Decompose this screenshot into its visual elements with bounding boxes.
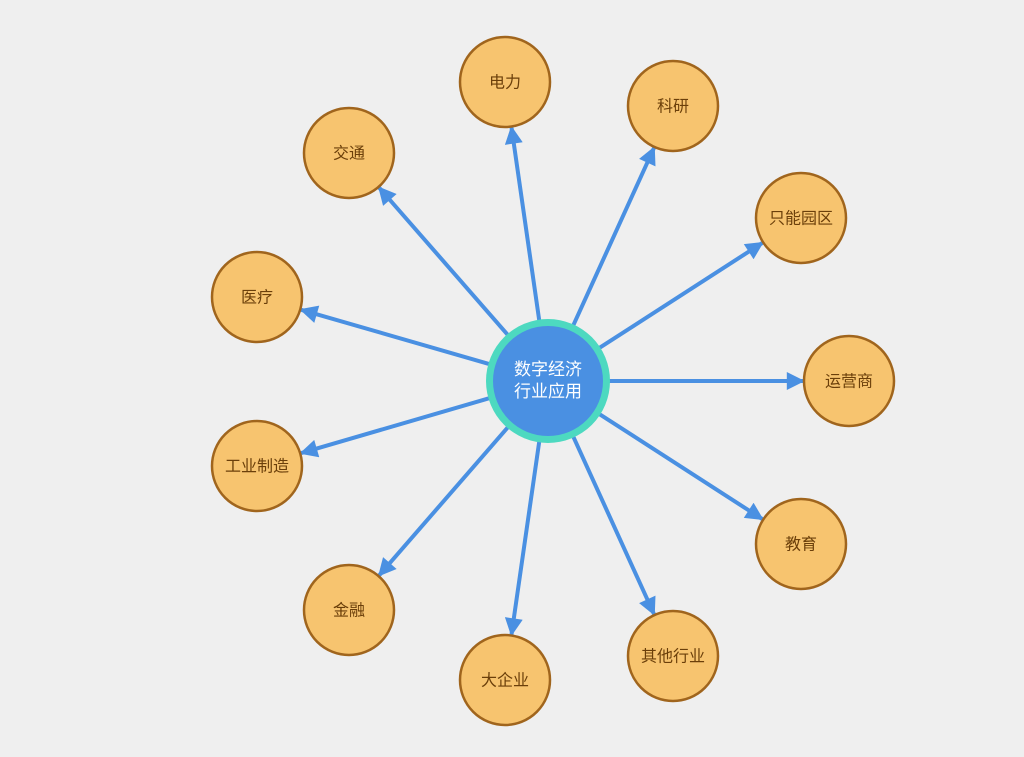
node-jiaotong[interactable]: 交通 [302,106,396,200]
node-jiaoyu[interactable]: 教育 [754,497,848,591]
node-dianli[interactable]: 电力 [458,35,552,129]
node-jinrong[interactable]: 金融 [302,563,396,657]
edge-arrow [570,146,656,330]
edge-arrow [595,410,764,521]
node-yiliao[interactable]: 医疗 [210,250,304,344]
node-label: 科研 [657,97,689,116]
node-circle [302,563,396,657]
node-label: 工业制造 [225,457,289,476]
node-circle [302,106,396,200]
node-label: 电力 [489,73,521,92]
node-circle [626,609,720,703]
outer-nodes-group: 电力 科研 只能园区 运营商 教育 其他行业 大企业 金融 [210,35,896,727]
edge-arrow [299,305,493,367]
node-yunyingshang[interactable]: 运营商 [802,334,896,428]
node-circle [458,35,552,129]
node-label: 其他行业 [641,647,705,666]
node-qitahangye[interactable]: 其他行业 [626,609,720,703]
node-keyan[interactable]: 科研 [626,59,720,153]
center-node[interactable]: 数字经济 行业应用 [486,319,610,443]
node-circle [210,250,304,344]
node-label: 交通 [333,144,365,163]
node-circle [802,334,896,428]
edge-arrow [377,186,512,339]
edge-arrow [299,395,493,458]
center-label-line-2: 行业应用 [514,382,582,402]
node-circle [754,171,848,265]
edge-arrow [377,423,512,577]
edge-arrow [570,432,656,616]
center-core [493,326,603,436]
node-gongyezhizao[interactable]: 工业制造 [210,419,304,513]
node-label: 大企业 [481,671,529,690]
node-label: 金融 [333,601,365,620]
edge-arrow [504,125,542,324]
node-zhinengyuanqu[interactable]: 只能园区 [754,171,848,265]
node-daqiye[interactable]: 大企业 [458,633,552,727]
edge-arrow [595,241,764,352]
node-label: 医疗 [241,288,273,307]
edges-group [299,125,805,637]
node-label: 运营商 [825,372,873,391]
node-label: 教育 [785,535,817,554]
node-circle [754,497,848,591]
center-label-line-1: 数字经济 [514,360,582,380]
node-circle [626,59,720,153]
node-circle [458,633,552,727]
node-label: 只能园区 [769,209,833,228]
edge-arrow [504,438,542,637]
node-circle [210,419,304,513]
